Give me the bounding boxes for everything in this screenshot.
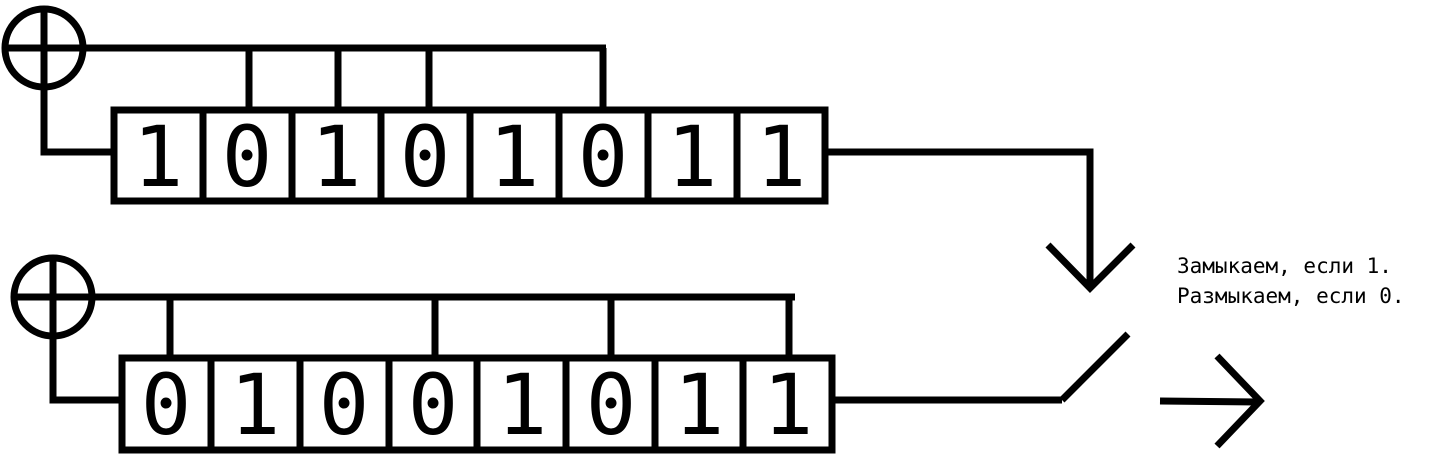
bit-cell: 0 xyxy=(586,356,637,454)
bit-cell: 1 xyxy=(763,356,814,454)
bit-cell: 1 xyxy=(489,108,540,206)
bit-cell: 0 xyxy=(319,356,370,454)
bit-cell: 1 xyxy=(497,356,548,454)
bit-cell: 1 xyxy=(674,356,725,454)
bit-cell: 1 xyxy=(230,356,281,454)
bit-cell: 0 xyxy=(222,108,273,206)
bit-cell: 1 xyxy=(667,108,718,206)
control-output-line xyxy=(825,148,1094,285)
feedback-input-line xyxy=(40,87,114,156)
arrow-right-icon xyxy=(1159,353,1265,449)
bit-cell: 0 xyxy=(578,108,629,206)
bit-cell: 1 xyxy=(311,108,362,206)
switch-icon xyxy=(1059,331,1131,403)
xor-icon xyxy=(1,5,87,91)
bit-cell: 0 xyxy=(408,356,459,454)
bit-cell: 1 xyxy=(756,108,807,206)
feedback-input-line xyxy=(49,336,122,404)
note-open: Размыкаем, если 0. xyxy=(1177,284,1405,308)
register-2: 0 1 0 0 1 0 1 1 xyxy=(10,254,1062,454)
note-close: Замыкаем, если 1. xyxy=(1177,254,1392,278)
bit-cell: 0 xyxy=(400,108,451,206)
register-1: 1 0 1 0 1 0 1 1 xyxy=(1,5,1136,293)
bit-cell: 0 xyxy=(141,356,192,454)
bit-cell: 1 xyxy=(133,108,184,206)
xor-icon xyxy=(10,254,96,340)
arrow-down-icon xyxy=(1045,242,1136,293)
